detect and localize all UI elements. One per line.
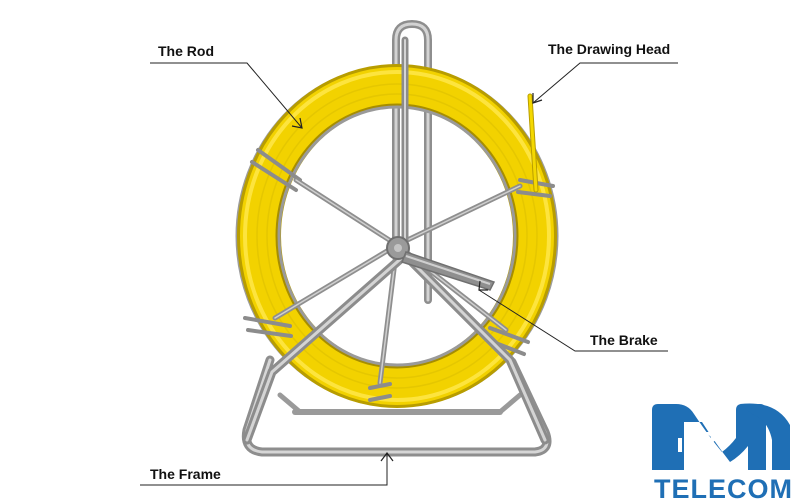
leader-brake: [478, 289, 668, 352]
leader-lines: [140, 62, 678, 486]
drawing-head: [527, 93, 539, 193]
hub: [386, 236, 410, 260]
label-drawing-head: The Drawing Head: [548, 41, 670, 57]
front-legs: [242, 36, 550, 445]
brake-lever: [401, 251, 496, 291]
leader-rod: [150, 62, 303, 129]
label-frame: The Frame: [150, 466, 221, 482]
logo-text: TELECOM: [654, 474, 793, 500]
inner-reel-ring: [277, 105, 517, 367]
leader-drawing-head: [532, 62, 678, 104]
back-upright: [392, 20, 432, 304]
rod-coil: [237, 64, 557, 408]
leader-arrowheads: [291, 93, 543, 462]
label-rod: The Rod: [158, 43, 214, 59]
leader-frame: [140, 453, 388, 486]
hn-telecom-logo-icon: [652, 403, 790, 470]
label-brake: The Brake: [590, 332, 658, 348]
